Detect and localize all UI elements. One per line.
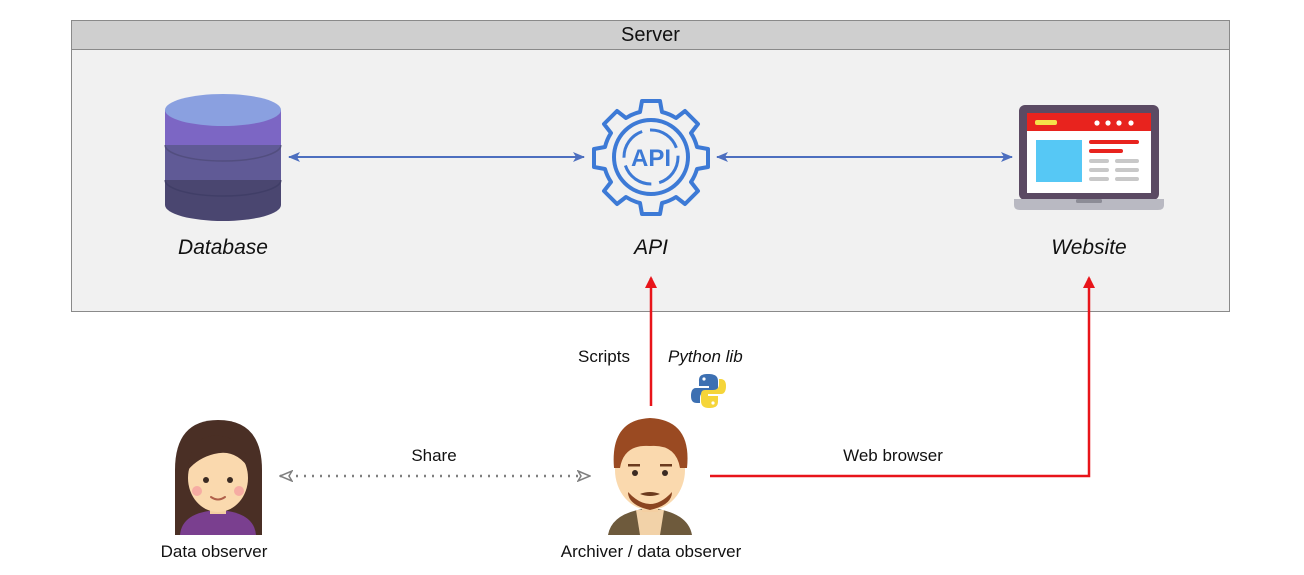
man-avatar-icon xyxy=(608,418,692,535)
api-gear-icon: API xyxy=(592,99,710,216)
archiver-label: Archiver / data observer xyxy=(560,542,742,561)
database-icon xyxy=(164,94,282,221)
scripts-label: Scripts xyxy=(578,347,630,366)
website-laptop-icon xyxy=(1014,105,1164,210)
share-label: Share xyxy=(411,446,457,465)
web-browser-label: Web browser xyxy=(843,446,943,465)
python-lib-label: Python lib xyxy=(668,347,743,366)
server-title: Server xyxy=(72,21,1229,50)
python-logo-icon xyxy=(691,374,726,408)
woman-avatar-icon xyxy=(175,420,262,535)
archiver-website-arrow xyxy=(710,276,1095,478)
database-label: Database xyxy=(178,236,268,259)
data-observer-label: Data observer xyxy=(160,542,268,561)
website-label: Website xyxy=(1051,236,1127,259)
api-label: API xyxy=(634,236,668,259)
api-icon-text: API xyxy=(631,145,671,172)
